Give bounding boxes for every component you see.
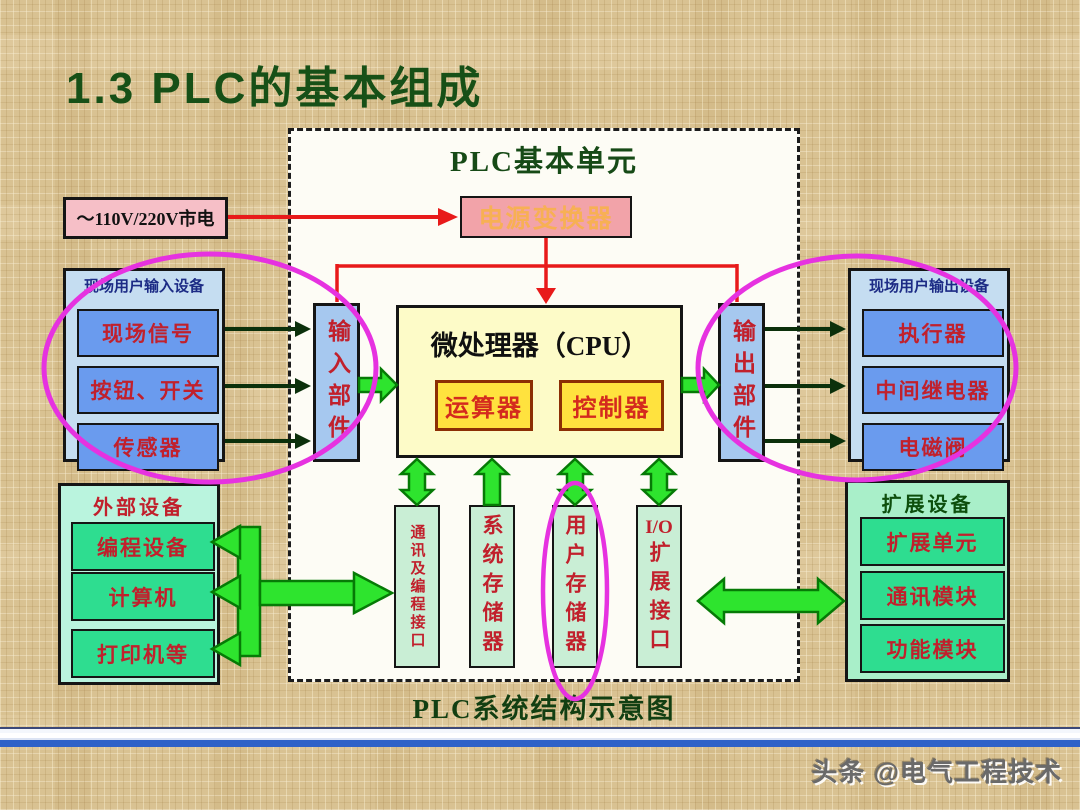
io-expansion-interface-box: I/O 扩展接口	[636, 505, 682, 668]
output-unit-label: 输出部件	[729, 318, 755, 447]
watermark: 头条 @电气工程技术	[811, 757, 1062, 787]
alu-box: 运算器	[435, 380, 533, 431]
field-input-panel: 现场用户输入设备 现场信号 按钮、开关 传感器	[63, 268, 225, 471]
cpu-title: 微处理器（CPU）	[430, 331, 649, 361]
output-unit-box: 输出部件	[718, 303, 765, 462]
io-label: I/O	[645, 516, 673, 538]
expansion-devices-panel: 扩展设备 扩展单元 通讯模块 功能模块	[845, 480, 1010, 682]
external-devices-title: 外部设备	[93, 497, 185, 519]
input-unit-box: 输入部件	[313, 303, 360, 462]
cpu-box: 微处理器（CPU） 运算器 控制器	[396, 305, 683, 458]
diagram-caption: PLC系统结构示意图	[412, 694, 676, 724]
controller-box: 控制器	[559, 380, 664, 431]
bottom-divider	[0, 727, 1080, 747]
external-device-item: 打印机等	[71, 629, 215, 678]
field-input-item: 现场信号	[77, 309, 219, 357]
expansion-device-item: 功能模块	[860, 624, 1005, 673]
field-input-item: 传感器	[77, 423, 219, 471]
field-output-item: 中间继电器	[862, 366, 1004, 414]
mains-power-box: ～110V/220V市电	[63, 197, 228, 239]
user-memory-box: 用户存储器	[552, 505, 598, 668]
comm-programming-interface-label: 通讯及编程接口	[408, 523, 425, 650]
system-memory-box: 系统存储器	[469, 505, 515, 668]
field-output-panel: 现场用户输出设备 执行器 中间继电器 电磁阀	[848, 268, 1010, 471]
field-output-item: 执行器	[862, 309, 1004, 357]
expansion-device-item: 通讯模块	[860, 571, 1005, 620]
io-expansion-interface-label: 扩展接口	[647, 540, 671, 657]
field-input-item: 按钮、开关	[77, 366, 219, 414]
external-devices-panel: 外部设备 编程设备 计算机 打印机等	[58, 483, 220, 685]
external-device-item: 编程设备	[71, 522, 215, 571]
page-title: 1.3 PLC的基本组成	[66, 64, 484, 113]
field-input-title: 现场用户输入设备	[83, 279, 204, 295]
system-memory-label: 系统存储器	[480, 514, 504, 659]
field-output-title: 现场用户输出设备	[868, 279, 989, 295]
plc-basic-unit-title: PLC基本单元	[449, 146, 638, 178]
comm-programming-interface-box: 通讯及编程接口	[394, 505, 440, 668]
external-device-item: 计算机	[71, 572, 215, 621]
expansion-devices-title: 扩展设备	[881, 494, 974, 516]
expansion-device-item: 扩展单元	[860, 517, 1005, 566]
user-memory-label: 用户存储器	[563, 514, 587, 659]
power-converter-box: 电源变换器	[460, 196, 632, 238]
input-unit-label: 输入部件	[324, 318, 350, 447]
field-output-item: 电磁阀	[862, 423, 1004, 471]
